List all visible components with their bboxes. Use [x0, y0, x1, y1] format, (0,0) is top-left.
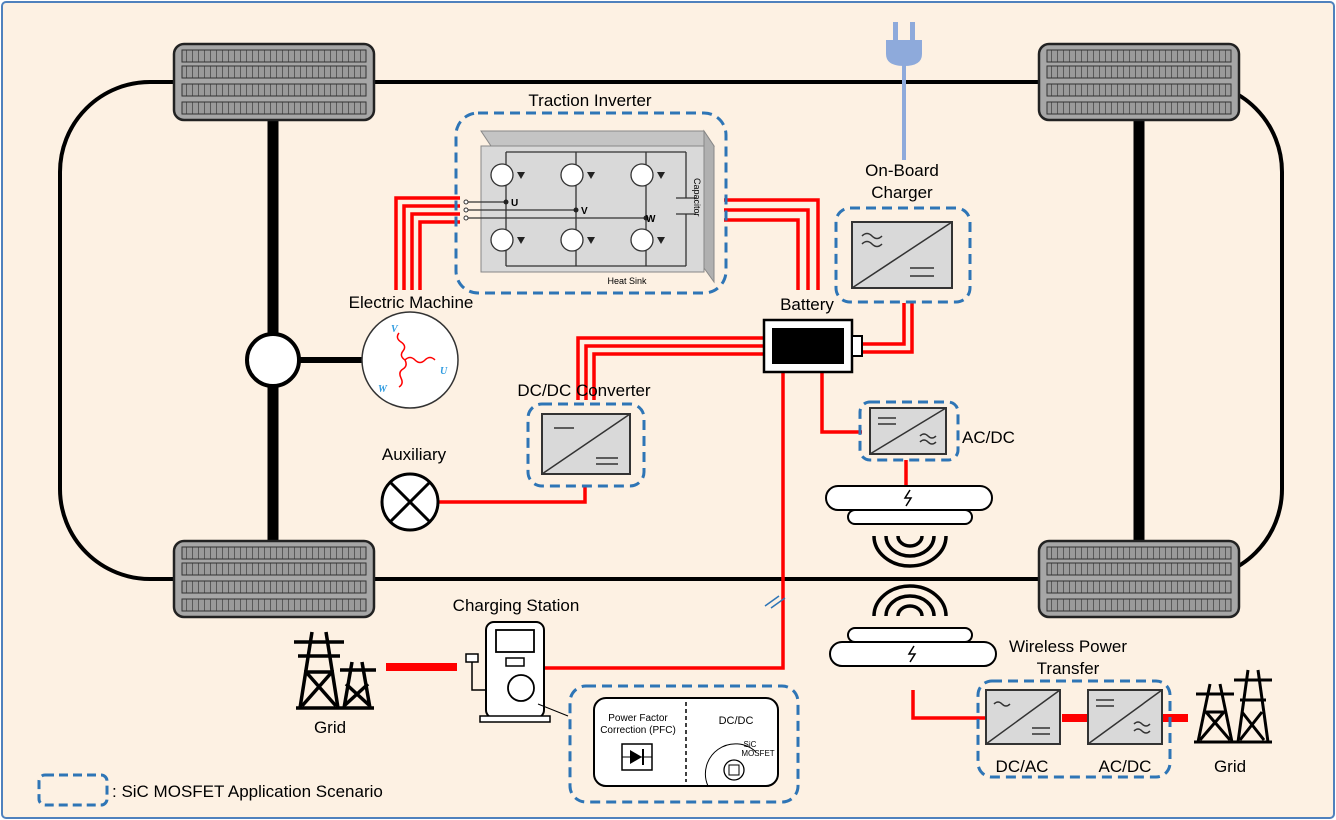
differential	[245, 332, 301, 388]
sic-label-2: MOSFET	[741, 749, 774, 758]
wireless-transmitter-pad	[829, 627, 997, 667]
phase-v-label: V	[581, 206, 588, 217]
auxiliary-lamp-icon	[380, 472, 440, 532]
battery-icon	[762, 318, 863, 374]
wireless-label-2: Transfer	[1037, 659, 1100, 678]
grid-right-label: Grid	[1214, 757, 1246, 776]
pfc-label-2: Correction (PFC)	[600, 725, 676, 736]
wire-break-mark	[764, 595, 786, 609]
motor-phase-v: V	[391, 324, 399, 335]
legend-swatch	[37, 773, 109, 807]
traction-inverter-scenario-box	[454, 111, 728, 295]
on-board-charger-module	[851, 221, 953, 289]
plug-icon	[886, 22, 922, 160]
auxiliary-label: Auxiliary	[382, 445, 447, 464]
pfc-label-1: Power Factor	[608, 713, 668, 724]
thick-power-links	[386, 663, 1188, 722]
vehicle-chassis	[58, 80, 1284, 581]
on-board-charger-scenario-box	[834, 206, 972, 304]
charging-station-scenario-box	[568, 684, 800, 804]
dcdc-converter-label: DC/DC Converter	[517, 381, 651, 400]
charging-station-icon	[465, 621, 569, 723]
dcdc-module	[541, 413, 631, 475]
heat-sink-label: Heat Sink	[607, 276, 647, 286]
power-wiring	[394, 196, 986, 720]
phase-w-label: W	[646, 214, 656, 225]
dcac-label: DC/AC	[996, 757, 1049, 776]
motor-phase-u: U	[440, 366, 448, 377]
grid-tower-left-icon	[294, 631, 376, 710]
tire-rear-right	[1037, 539, 1241, 619]
battery-label: Battery	[780, 295, 834, 314]
dcdc-scenario-box	[526, 402, 646, 488]
station-dcdc-label: DC/DC	[719, 715, 754, 727]
grid-tower-right-icon	[1194, 669, 1272, 744]
wireless-label-1: Wireless Power	[1009, 637, 1127, 656]
dcac-module	[985, 689, 1061, 745]
wireless-signal-icon	[872, 535, 948, 617]
electric-machine-label: Electric Machine	[349, 293, 474, 312]
wireless-converters-scenario-box	[976, 679, 1172, 779]
on-board-charger-label-1: On-Board	[865, 161, 939, 180]
electric-machine: V U W	[361, 311, 459, 409]
tire-rear-left	[172, 539, 376, 619]
acdc-bottom-module	[1087, 689, 1163, 745]
charging-station-detail: Power Factor Correction (PFC) DC/DC SiC …	[593, 697, 779, 787]
capacitor-label: Capacitor	[692, 178, 702, 217]
on-board-charger-label-2: Charger	[871, 183, 933, 202]
traction-inverter-label: Traction Inverter	[528, 91, 651, 110]
sic-label-1: SiC	[744, 740, 757, 749]
wireless-receiver-pad	[825, 485, 993, 525]
phase-u-label: U	[511, 198, 518, 209]
acdc-module	[869, 407, 947, 455]
legend-label: : SiC MOSFET Application Scenario	[112, 782, 383, 801]
acdc-bottom-label: AC/DC	[1099, 757, 1152, 776]
tire-front-left	[172, 42, 376, 122]
grid-left-label: Grid	[314, 718, 346, 737]
tire-front-right	[1037, 42, 1241, 122]
acdc-label: AC/DC	[962, 428, 1015, 447]
acdc-scenario-box	[858, 400, 960, 462]
motor-phase-w: W	[378, 384, 388, 395]
charging-station-label: Charging Station	[453, 596, 580, 615]
traction-inverter-module: U V W Capacitor Heat Sink	[463, 129, 715, 286]
